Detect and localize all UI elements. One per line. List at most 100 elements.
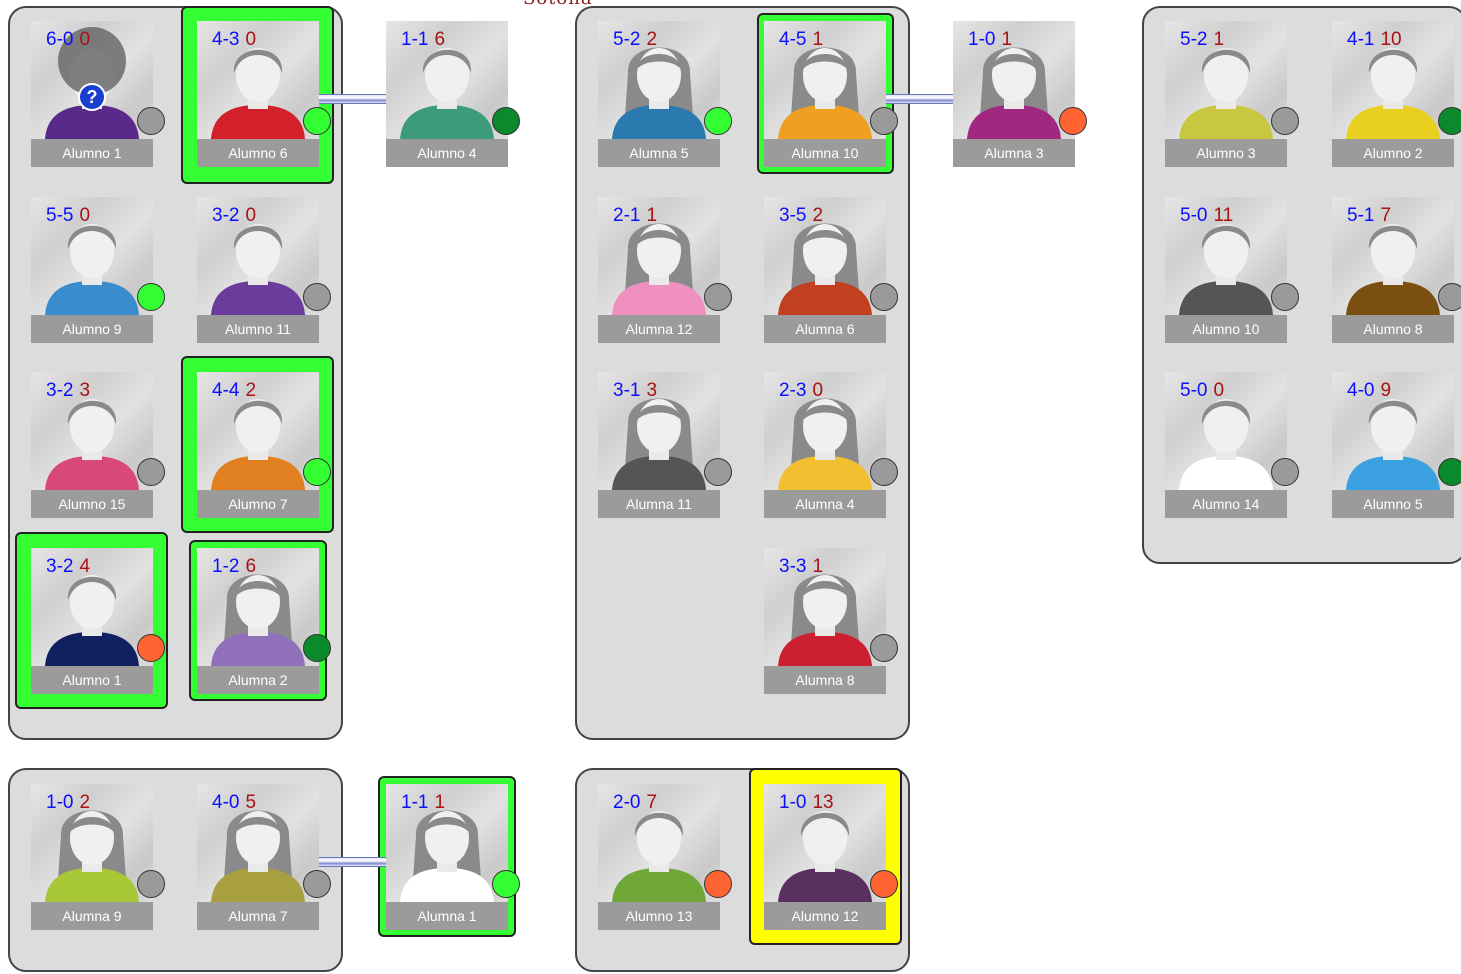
student-name: Alumna 3 (953, 139, 1075, 167)
unknown-icon: ? (78, 83, 106, 111)
record: 5-5 (46, 205, 73, 226)
record: 1-1 (401, 29, 428, 50)
status-dot (492, 870, 520, 898)
student-name: Alumno 11 (197, 315, 319, 343)
record: 4-0 (212, 792, 239, 813)
record: 3-5 (779, 205, 806, 226)
score-label: 3-20 (212, 205, 256, 227)
student-name: Alumno 5 (1332, 490, 1454, 518)
record: 1-1 (401, 792, 428, 813)
status-dot (137, 458, 165, 486)
record: 1-0 (779, 792, 806, 813)
header-title: Sotona (523, 0, 593, 9)
student-name: Alumno 2 (1332, 139, 1454, 167)
score-label: 3-52 (779, 205, 823, 227)
record: 1-0 (968, 29, 995, 50)
student-name: Alumna 10 (764, 139, 886, 167)
status-dot (704, 458, 732, 486)
status-dot (1438, 107, 1461, 135)
record: 1-2 (212, 556, 239, 577)
points: 0 (245, 205, 256, 226)
status-dot (870, 634, 898, 662)
score-label: 5-011 (1180, 205, 1233, 227)
student-name: Alumno 12 (764, 902, 886, 930)
status-dot (870, 870, 898, 898)
status-dot (1271, 458, 1299, 486)
points: 1 (1213, 29, 1224, 50)
status-dot (870, 283, 898, 311)
status-dot (492, 107, 520, 135)
status-dot (1271, 283, 1299, 311)
student-name: Alumna 1 (386, 902, 508, 930)
student-name: Alumna 9 (31, 902, 153, 930)
record: 4-3 (212, 29, 239, 50)
record: 3-2 (46, 556, 73, 577)
status-dot (137, 634, 165, 662)
status-dot (303, 458, 331, 486)
student-name: Alumno 15 (31, 490, 153, 518)
status-dot (303, 634, 331, 662)
record: 5-1 (1347, 205, 1374, 226)
points: 2 (646, 29, 657, 50)
student-name: Alumna 4 (764, 490, 886, 518)
points: 6 (245, 556, 256, 577)
record: 6-0 (46, 29, 73, 50)
student-name: Alumno 10 (1165, 315, 1287, 343)
student-name: Alumno 6 (197, 139, 319, 167)
student-name: Alumno 14 (1165, 490, 1287, 518)
status-dot (137, 870, 165, 898)
record: 4-4 (212, 380, 239, 401)
record: 2-3 (779, 380, 806, 401)
student-name: Alumno 1 (31, 666, 153, 694)
score-label: 4-51 (779, 29, 823, 51)
record: 4-0 (1347, 380, 1374, 401)
points: 1 (1001, 29, 1012, 50)
record: 5-2 (1180, 29, 1207, 50)
points: 0 (1213, 380, 1224, 401)
record: 3-2 (46, 380, 73, 401)
score-label: 4-30 (212, 29, 256, 51)
points: 7 (646, 792, 657, 813)
points: 3 (646, 380, 657, 401)
student-name: Alumno 4 (386, 139, 508, 167)
record: 3-3 (779, 556, 806, 577)
points: 0 (79, 29, 90, 50)
student-name: Alumna 6 (764, 315, 886, 343)
